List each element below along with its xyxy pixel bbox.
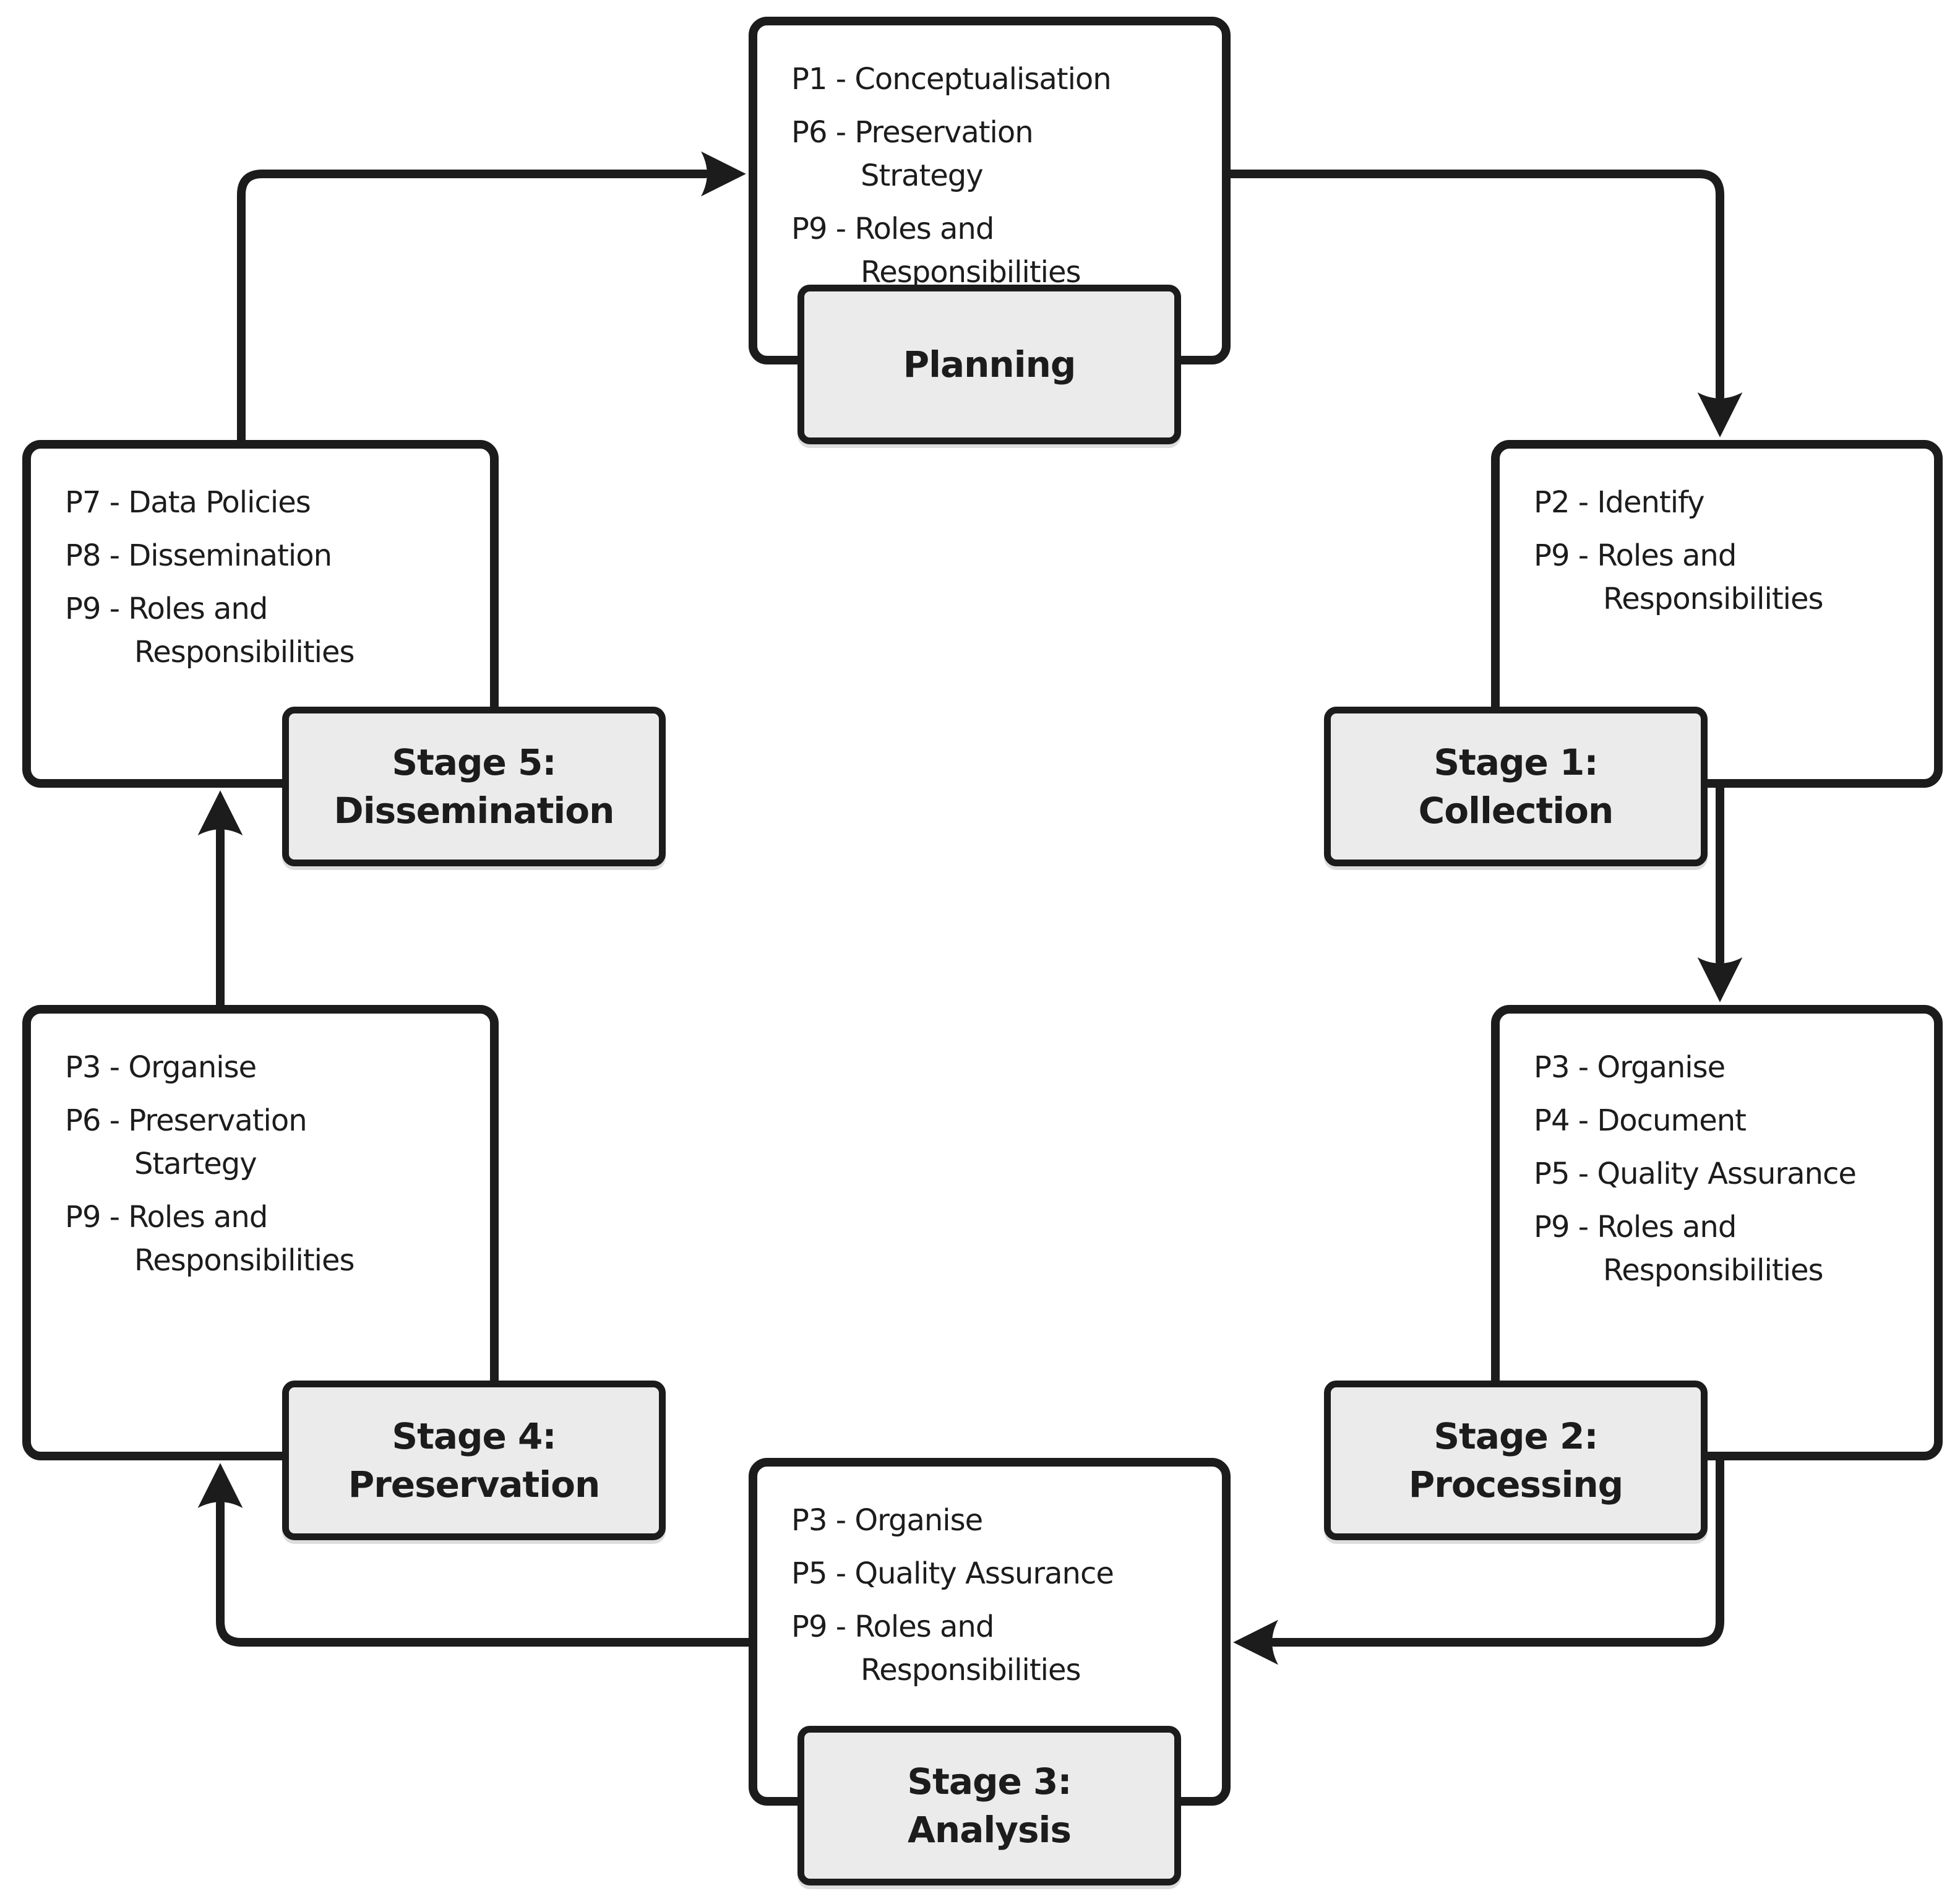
stage-panel-processing: P3 - Organise P4 - Document P5 - Quality… [1491,1005,1943,1460]
stage-label-line: Stage 5: [392,741,556,783]
principle-item: P4 - Document [1534,1103,1747,1138]
stage-label-line: Planning [903,343,1077,386]
principle-item: P6 - Preservation Strategy [791,115,1034,193]
principle-item: P9 - Roles and Responsibilities [1534,538,1824,616]
arrow-analysis-to-preservation [197,1463,755,1647]
principle-item: P9 - Roles and Responsibilities [1534,1210,1824,1288]
stage-label-line: Stage 2: [1433,1415,1598,1457]
stage-label-line: Stage 1: [1433,741,1598,783]
principle-item: P2 - Identify [1534,485,1705,520]
principle-item: P3 - Organise [65,1050,257,1085]
stage-label-line: Analysis [908,1809,1072,1851]
principle-item: P7 - Data Policies [65,485,311,520]
stage-label-dissemination: Stage 5: Dissemination [282,707,666,866]
stage-label-preservation: Stage 4: Preservation [282,1381,666,1540]
principle-item: P3 - Organise [791,1503,983,1538]
stage-label-line: Stage 3: [907,1760,1072,1803]
principle-item: P3 - Organise [1534,1050,1726,1085]
principle-item: P5 - Quality Assurance [1534,1157,1857,1191]
principle-item: P9 - Roles and Responsibilities [65,1200,355,1278]
principle-item: P9 - Roles and Responsibilities [65,592,355,670]
principle-item: P9 - Roles and Responsibilities [791,1609,1081,1687]
stage-label-line: Dissemination [333,790,615,832]
principle-item: P8 - Dissemination [65,538,332,573]
principle-item: P9 - Roles and Responsibilities [791,212,1081,290]
arrow-planning-to-collection [1224,170,1743,437]
principle-item: P1 - Conceptualisation [791,62,1112,97]
arrow-processing-to-analysis [1233,1454,1724,1665]
arrow-dissemination-to-planning [237,151,746,447]
stage-label-analysis: Stage 3: Analysis [797,1726,1181,1885]
stage-label-line: Stage 4: [392,1415,556,1457]
principle-item: P5 - Quality Assurance [791,1556,1114,1591]
stage-label-line: Collection [1418,790,1614,832]
stage-label-processing: Stage 2: Processing [1324,1381,1708,1540]
stage-label-collection: Stage 1: Collection [1324,707,1708,866]
principle-item: P6 - Preservation Startegy [65,1103,307,1181]
stage-label-line: Preservation [348,1463,601,1506]
stage-label-line: Processing [1408,1463,1623,1506]
stage-label-planning: Planning [797,285,1181,444]
